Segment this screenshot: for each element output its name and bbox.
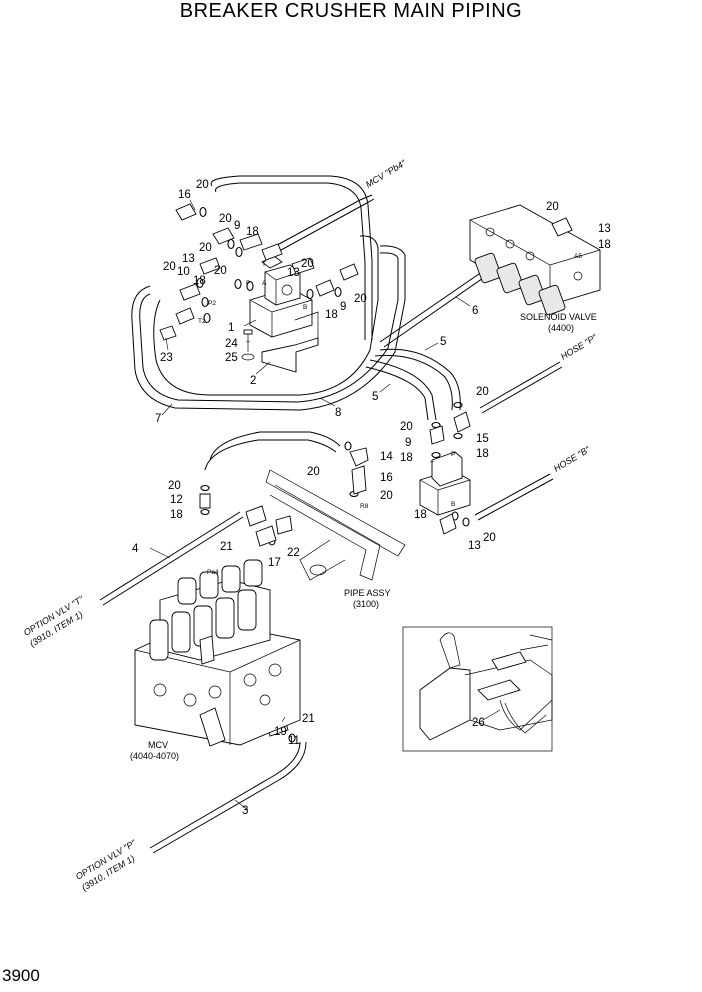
hose-5 — [379, 348, 461, 411]
part-number: 16 — [380, 472, 393, 484]
part-number: 10 — [177, 266, 190, 278]
part-number: 17 — [268, 557, 281, 569]
part-number: 18 — [414, 509, 427, 521]
cab-inset — [402, 626, 553, 752]
part-number: 21 — [220, 541, 233, 553]
part-number: 23 — [160, 352, 173, 364]
part-number: 20 — [196, 179, 209, 191]
leader-lines — [149, 199, 501, 811]
hose-lines — [99, 175, 563, 854]
part-number: 8 — [335, 407, 341, 419]
port-label: T — [430, 461, 434, 468]
part-number: 13 — [182, 253, 195, 265]
part-number: 6 — [472, 305, 478, 317]
port-label: Pa4 — [207, 569, 219, 576]
part-number: 20 — [163, 261, 176, 273]
port-label: R8 — [360, 503, 369, 510]
part-number: 13 — [598, 223, 611, 235]
hose-mcv-pb4 — [267, 194, 373, 251]
part-number: 24 — [225, 338, 238, 350]
mcv-4040-4070 — [134, 559, 301, 747]
part-number: 9 — [340, 301, 346, 313]
part-number: 22 — [287, 547, 300, 559]
part-number: 16 — [178, 189, 191, 201]
part-number: 15 — [476, 433, 489, 445]
part-number: 20 — [400, 421, 413, 433]
part-number: 21 — [302, 713, 315, 725]
part-numbers: 16 20 20 9 18 20 13 20 10 18 20 13 20 18… — [132, 179, 611, 817]
mcv-pb4-label: MCV "Pb4" — [364, 158, 408, 190]
bracket — [261, 337, 319, 373]
hose-p — [479, 361, 561, 409]
hose-p-label: HOSE "P" — [559, 332, 599, 362]
part-number: 5 — [440, 336, 446, 348]
hose-7 — [131, 245, 406, 411]
page-title: BREAKER CRUSHER MAIN PIPING — [179, 0, 523, 22]
mcv-ref: (4040-4070) — [130, 751, 179, 761]
part-number: 7 — [155, 413, 161, 425]
part-number: 12 — [170, 494, 183, 506]
port-label: B — [303, 304, 307, 311]
hose-3 — [149, 741, 301, 849]
pipe-assy — [265, 469, 406, 557]
hose-b — [474, 473, 551, 516]
part-number: 20 — [546, 201, 559, 213]
part-number: 20 — [301, 258, 314, 270]
port-label: P — [246, 280, 250, 287]
port-label: T — [262, 261, 266, 268]
middle-solenoid — [419, 411, 471, 535]
part-number: 26 — [472, 717, 485, 729]
port-label: A — [262, 280, 267, 287]
part-number: 18 — [193, 275, 206, 287]
part-number: 3 — [242, 805, 248, 817]
part-number: 25 — [225, 352, 238, 364]
part-number: 20 — [214, 265, 227, 277]
part-number: 20 — [219, 213, 232, 225]
part-number: 14 — [380, 451, 393, 463]
part-number: 9 — [234, 220, 240, 232]
part-number: 18 — [400, 452, 413, 464]
pipe-assy-ref: (3100) — [353, 599, 379, 609]
part-number: 20 — [354, 293, 367, 305]
solenoid-valve-4400 — [469, 204, 601, 316]
hose-8 — [153, 235, 379, 396]
part-number: 18 — [476, 448, 489, 460]
part-number: 11 — [288, 735, 300, 747]
part-number: 19 — [274, 726, 287, 738]
part-number: 1 — [228, 322, 234, 334]
port-label: B — [451, 501, 455, 508]
part-number: 18 — [246, 226, 259, 238]
part-number: 2 — [250, 375, 256, 387]
part-number: 9 — [405, 437, 411, 449]
part-number: 20 — [380, 490, 393, 502]
solenoid-valve-label: SOLENOID VALVE — [520, 312, 597, 322]
left-solenoid-block — [159, 203, 359, 373]
pipe-assy-label: PIPE ASSY — [344, 588, 391, 598]
port-label: T2 — [198, 318, 206, 325]
port-label: P2 — [208, 300, 216, 307]
part-number: 13 — [468, 540, 481, 552]
part-number: 18 — [170, 509, 183, 521]
part-number: 20 — [307, 466, 320, 478]
part-number: 18 — [325, 309, 338, 321]
part-number: 20 — [168, 480, 181, 492]
port-label: P — [451, 451, 455, 458]
part-number: 4 — [132, 543, 139, 555]
part-number: 20 — [199, 242, 212, 254]
hose-4 — [99, 511, 241, 601]
part-number: 20 — [476, 386, 489, 398]
page-number: 3900 — [2, 966, 40, 985]
mcv-label: MCV — [148, 740, 168, 750]
part-number: 5 — [372, 391, 378, 403]
part-number: 20 — [483, 532, 496, 544]
port-label: A5 — [574, 253, 582, 260]
part-number: 18 — [598, 239, 611, 251]
solenoid-valve-ref: (4400) — [548, 323, 574, 333]
part-number: 13 — [287, 267, 300, 279]
hose-b-label: HOSE "B" — [552, 444, 592, 474]
